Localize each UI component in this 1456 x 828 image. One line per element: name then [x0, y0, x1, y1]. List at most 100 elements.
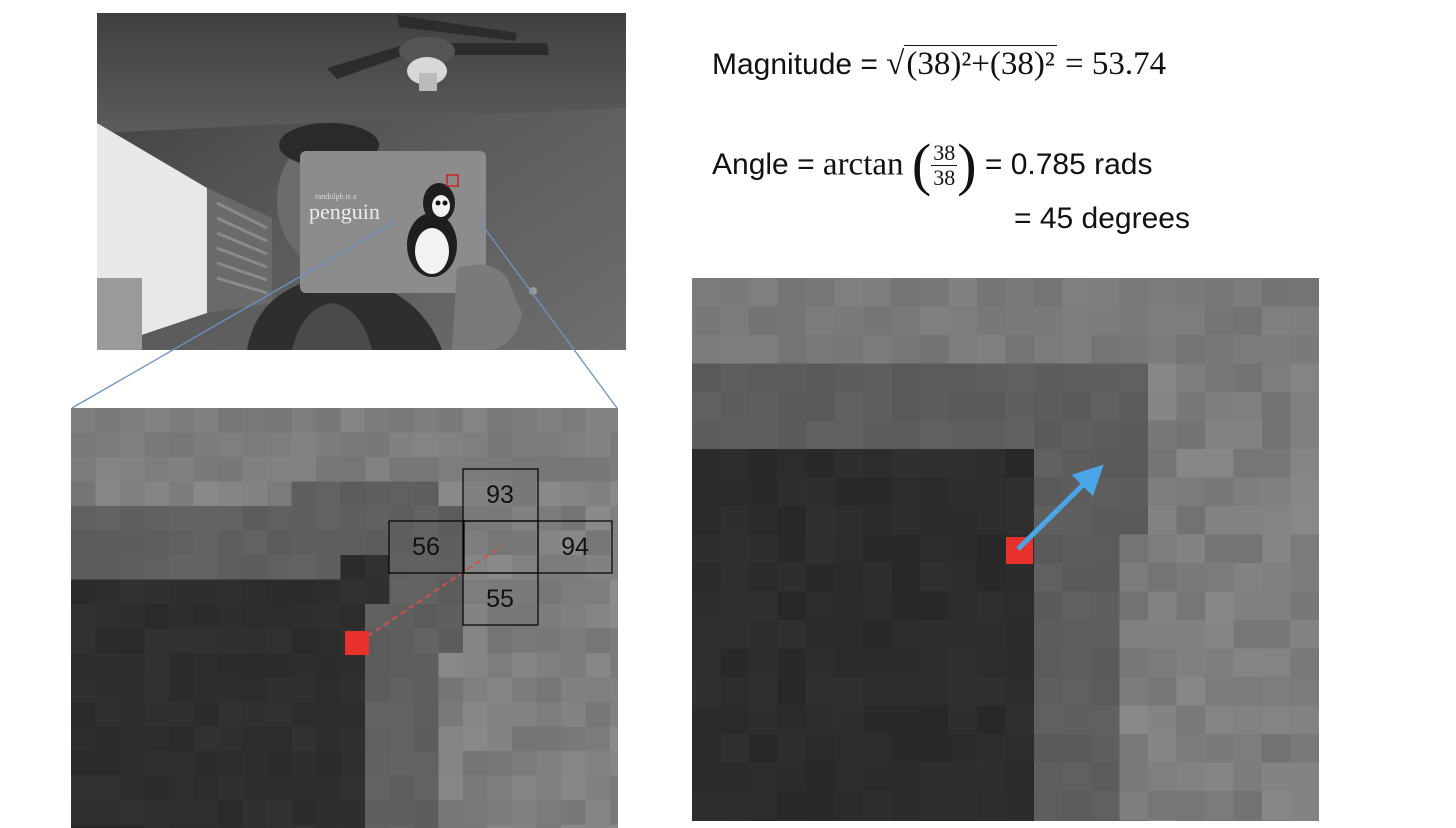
grid-pixel — [1205, 392, 1234, 421]
grid-pixel — [749, 534, 778, 563]
grid-pixel — [585, 702, 610, 727]
grid-pixel — [692, 762, 721, 791]
grid-pixel — [1233, 677, 1262, 706]
grid-pixel — [834, 534, 863, 563]
grid-pixel — [365, 775, 390, 800]
grid-pixel — [120, 775, 145, 800]
grid-pixel — [242, 555, 267, 580]
grid-pixel — [536, 604, 561, 629]
grid-pixel — [1233, 278, 1262, 307]
grid-pixel — [561, 677, 586, 702]
grid-pixel — [536, 751, 561, 776]
grid-pixel — [1119, 677, 1148, 706]
grid-pixel — [267, 432, 292, 457]
grid-pixel — [692, 734, 721, 763]
grid-pixel — [1176, 306, 1205, 335]
grid-pixel — [1091, 677, 1120, 706]
grid-pixel — [1119, 363, 1148, 392]
grid-pixel — [1062, 335, 1091, 364]
grid-pixel — [834, 420, 863, 449]
grid-pixel — [414, 555, 439, 580]
grid-pixel — [1062, 278, 1091, 307]
grid-pixel — [948, 819, 977, 821]
grid-pixel — [749, 791, 778, 820]
grid-pixel — [218, 800, 243, 825]
grid-pixel — [720, 819, 749, 821]
grid-pixel — [536, 457, 561, 482]
grid-pixel — [1062, 591, 1091, 620]
grid-pixel — [340, 432, 365, 457]
grid-pixel — [920, 534, 949, 563]
grid-pixel — [749, 278, 778, 307]
grid-pixel — [1262, 420, 1291, 449]
grid-pixel — [193, 579, 218, 604]
grid-pixel — [948, 620, 977, 649]
grid-pixel — [95, 775, 120, 800]
grid-pixel — [218, 506, 243, 531]
grid-pixel — [1034, 819, 1063, 821]
grid-pixel — [610, 604, 618, 629]
grid-pixel — [1119, 306, 1148, 335]
grid-pixel — [749, 420, 778, 449]
grid-pixel — [1119, 335, 1148, 364]
grid-pixel — [316, 677, 341, 702]
grid-pixel — [1290, 648, 1319, 677]
grid-pixel — [414, 481, 439, 506]
grid-pixel — [95, 824, 120, 828]
grid-pixel — [585, 824, 610, 828]
grid-pixel — [806, 534, 835, 563]
grid-pixel — [920, 563, 949, 592]
grid-pixel — [144, 726, 169, 751]
grid-pixel — [71, 506, 96, 531]
grid-pixel — [948, 734, 977, 763]
grid-pixel — [1205, 335, 1234, 364]
grid-pixel — [806, 591, 835, 620]
grid-pixel — [610, 653, 618, 678]
grid-pixel — [365, 677, 390, 702]
grid-pixel — [585, 653, 610, 678]
fraction-denominator: 38 — [933, 164, 956, 190]
grid-pixel — [1034, 449, 1063, 478]
grid-pixel — [777, 363, 806, 392]
grid-pixel — [1034, 534, 1063, 563]
grid-pixel — [1005, 677, 1034, 706]
grid-pixel — [487, 800, 512, 825]
grid-pixel — [692, 477, 721, 506]
grid-pixel — [1034, 278, 1063, 307]
grid-pixel — [1262, 278, 1291, 307]
grid-pixel — [193, 824, 218, 828]
grid-pixel — [95, 604, 120, 629]
grid-pixel — [920, 392, 949, 421]
grid-pixel — [169, 628, 194, 653]
grid-pixel — [863, 648, 892, 677]
grid-pixel — [1176, 420, 1205, 449]
grid-pixel — [1262, 392, 1291, 421]
grid-pixel — [749, 762, 778, 791]
grid-pixel — [1034, 591, 1063, 620]
grid-pixel — [1119, 620, 1148, 649]
grid-pixel — [438, 579, 463, 604]
grid-pixel — [1233, 506, 1262, 535]
grid-pixel — [169, 530, 194, 555]
grid-pixel — [316, 604, 341, 629]
grid-pixel — [120, 824, 145, 828]
grid-pixel — [1290, 791, 1319, 820]
grid-pixel — [692, 591, 721, 620]
grid-pixel — [977, 506, 1006, 535]
grid-pixel — [1205, 420, 1234, 449]
grid-pixel — [749, 449, 778, 478]
grid-pixel — [1148, 762, 1177, 791]
grid-pixel — [1205, 534, 1234, 563]
grid-pixel — [71, 751, 96, 776]
grid-pixel — [1290, 705, 1319, 734]
grid-pixel — [1005, 306, 1034, 335]
grid-pixel — [561, 726, 586, 751]
grid-pixel — [891, 278, 920, 307]
grid-pixel — [977, 306, 1006, 335]
grid-pixel — [536, 530, 561, 555]
grid-pixel — [948, 791, 977, 820]
grid-pixel — [438, 653, 463, 678]
grid-pixel — [1233, 819, 1262, 821]
grid-pixel — [1148, 819, 1177, 821]
grid-pixel — [487, 530, 512, 555]
